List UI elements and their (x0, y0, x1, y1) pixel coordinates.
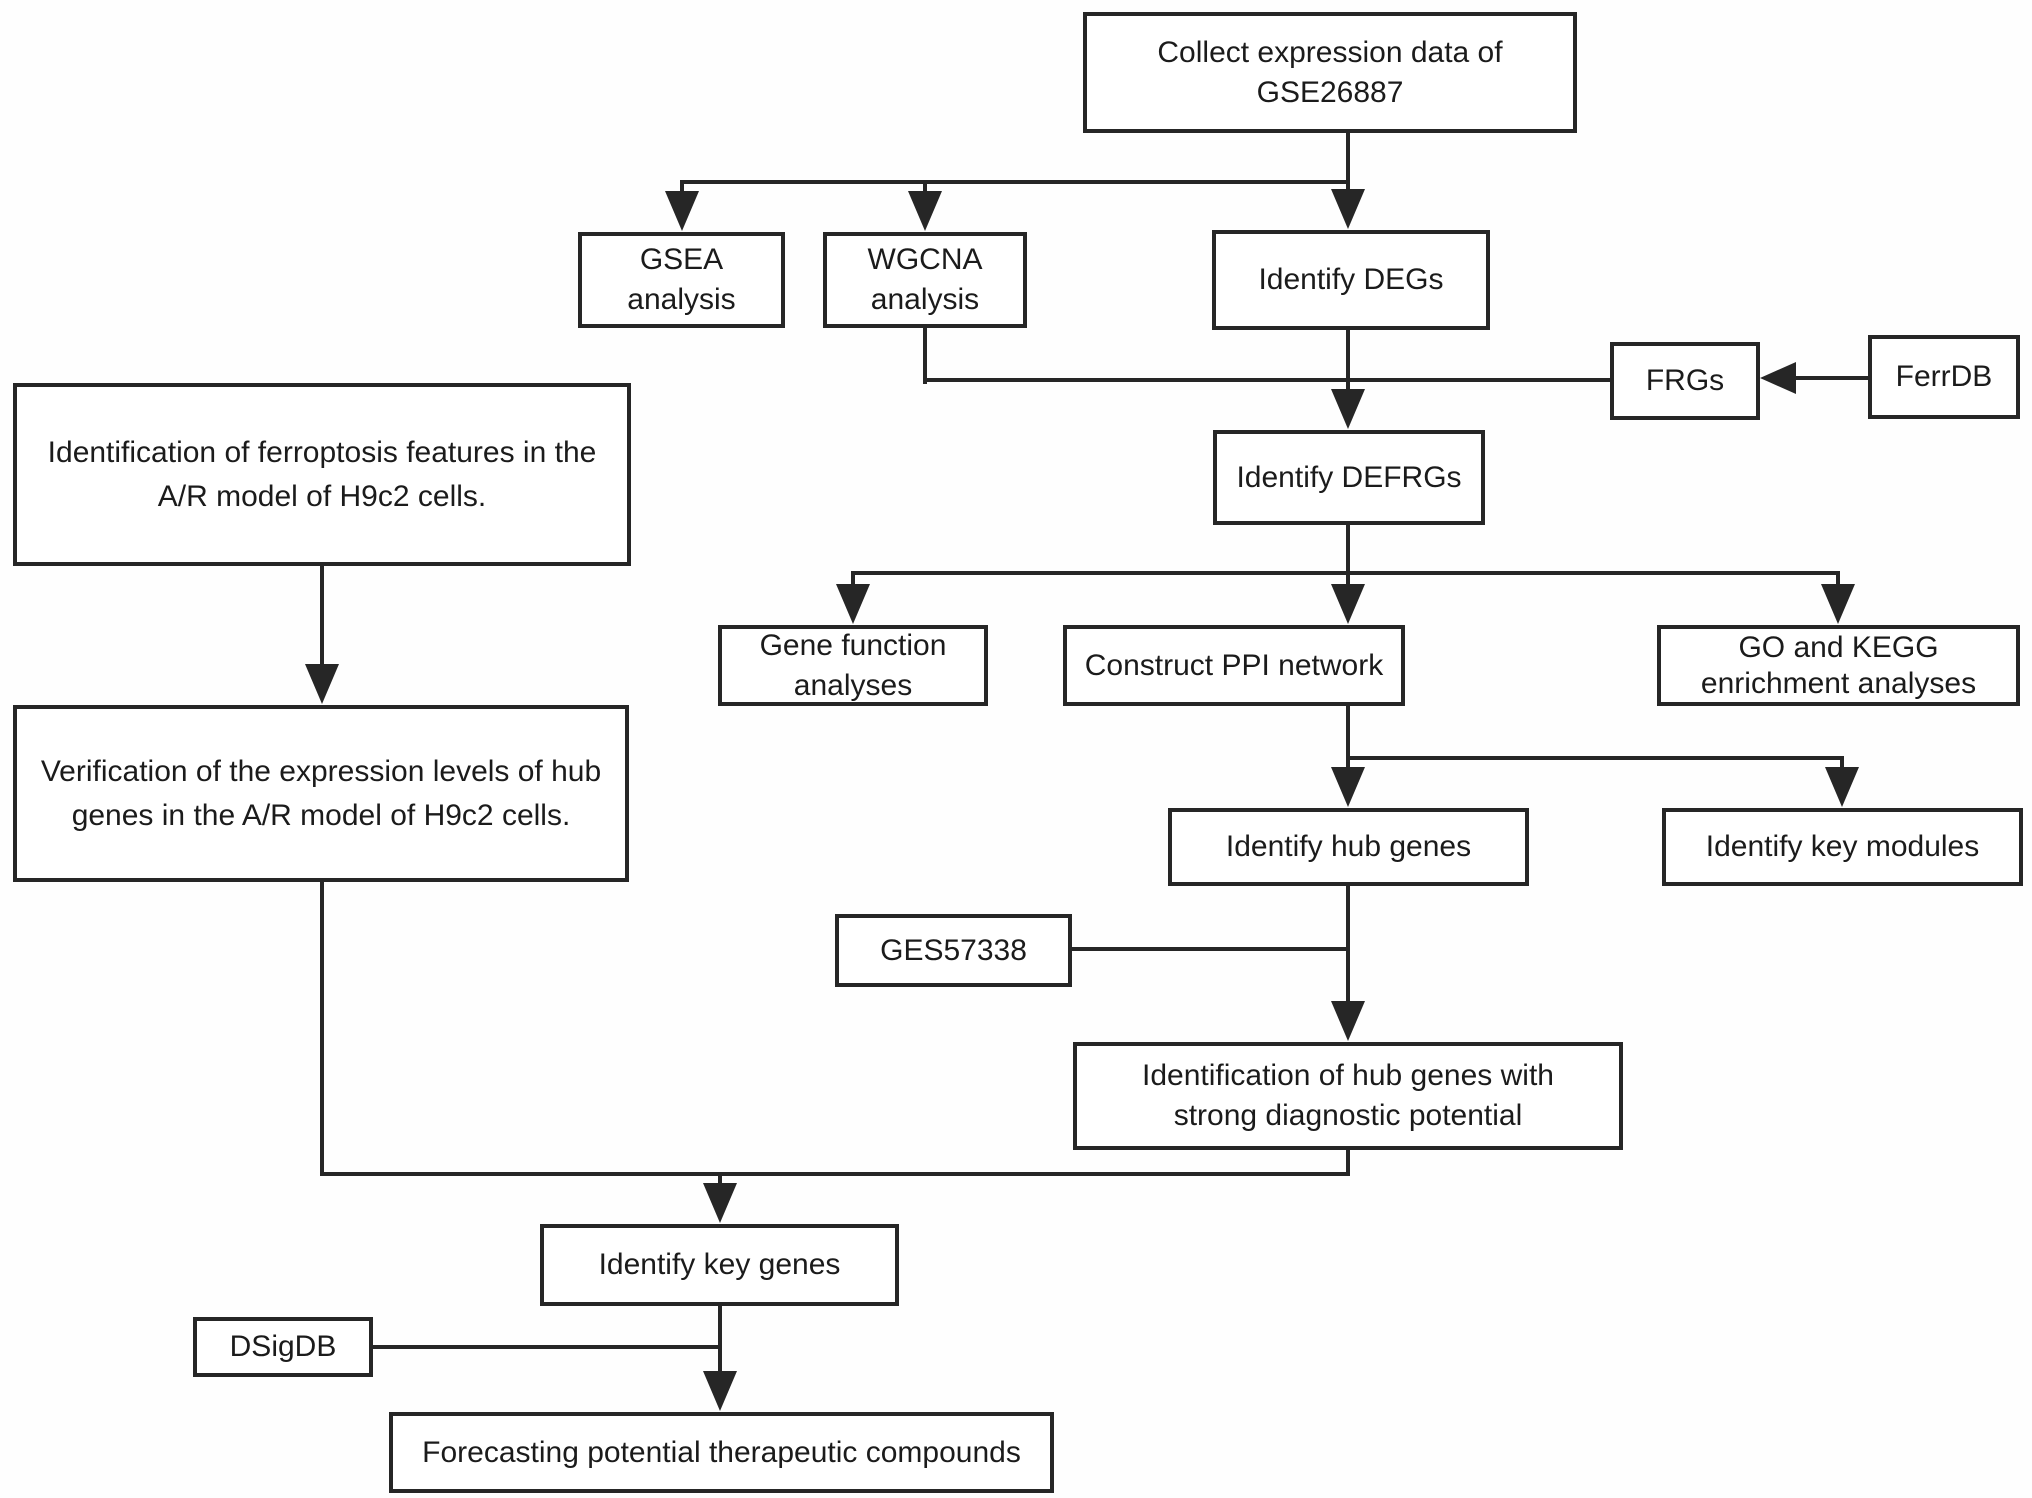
connector-line (1836, 573, 1840, 587)
connector-line (1346, 756, 1844, 760)
connector-line (320, 1172, 1350, 1176)
connector-line (1346, 886, 1350, 1003)
connector-line (1072, 947, 1350, 951)
connector-line (923, 378, 1610, 382)
connector-line (1346, 133, 1350, 196)
node-construct-ppi-network: Construct PPI network (1063, 625, 1405, 706)
arrowhead-into-gsea (665, 191, 699, 231)
connector-line (680, 180, 1350, 184)
node-collect-expression-data: Collect expression data of GSE26887 (1083, 12, 1577, 133)
node-expression-verification: Verification of the expression levels of… (13, 705, 629, 882)
node-wgcna-analysis: WGCNA analysis (823, 232, 1027, 328)
node-forecasting-compounds: Forecasting potential therapeutic compou… (389, 1412, 1054, 1493)
node-identify-degs: Identify DEGs (1212, 230, 1490, 330)
connector-line (1346, 330, 1350, 392)
arrowhead-into-keymodules (1825, 767, 1859, 807)
connector-line (320, 882, 324, 1176)
connector-line (320, 566, 324, 666)
arrowhead-into-defrgs (1331, 389, 1365, 429)
arrowhead-into-forecast (703, 1371, 737, 1411)
arrowhead-into-ppi (1331, 584, 1365, 624)
node-ferroptosis-features-identification: Identification of ferroptosis features i… (13, 383, 631, 566)
connector-line (1346, 525, 1350, 587)
arrowhead-into-genefunc (836, 584, 870, 624)
node-ges57338: GES57338 (835, 914, 1072, 987)
connector-line (718, 1174, 722, 1186)
connector-line (851, 573, 855, 587)
node-gsea-analysis: GSEA analysis (578, 232, 785, 328)
node-hub-genes-diagnostic-potential: Identification of hub genes with strong … (1073, 1042, 1623, 1150)
connector-line (1840, 758, 1844, 770)
arrowhead-into-gokegg (1821, 584, 1855, 624)
connector-line (923, 328, 927, 384)
node-identify-key-modules: Identify key modules (1662, 808, 2023, 886)
connector-line (680, 182, 684, 196)
arrowhead-into-leftbox2 (305, 664, 339, 704)
connector-line (1346, 706, 1350, 770)
connector-line (373, 1345, 720, 1349)
node-identify-hub-genes: Identify hub genes (1168, 808, 1529, 886)
node-go-kegg-enrichment: GO and KEGG enrichment analyses (1657, 625, 2020, 706)
connector-line (718, 1306, 722, 1374)
connector-line (1346, 1150, 1350, 1176)
arrowhead-into-wgcna (908, 191, 942, 231)
node-identify-key-genes: Identify key genes (540, 1224, 899, 1306)
node-frgs: FRGs (1610, 342, 1760, 420)
arrowhead-into-degs (1331, 189, 1365, 229)
node-identify-defrgs: Identify DEFRGs (1213, 430, 1485, 525)
connector-line (851, 571, 1840, 575)
node-ferrdb: FerrDB (1868, 335, 2020, 419)
arrowhead-into-hubgenes (1331, 767, 1365, 807)
node-gene-function-analyses: Gene function analyses (718, 625, 988, 706)
arrowhead-into-frgs (1760, 362, 1796, 394)
node-dsigdb: DSigDB (193, 1317, 373, 1377)
connector-line (923, 182, 927, 196)
arrowhead-into-diagnostic (1331, 1001, 1365, 1041)
connector-line (1794, 376, 1868, 380)
arrowhead-into-keygenes (703, 1183, 737, 1223)
